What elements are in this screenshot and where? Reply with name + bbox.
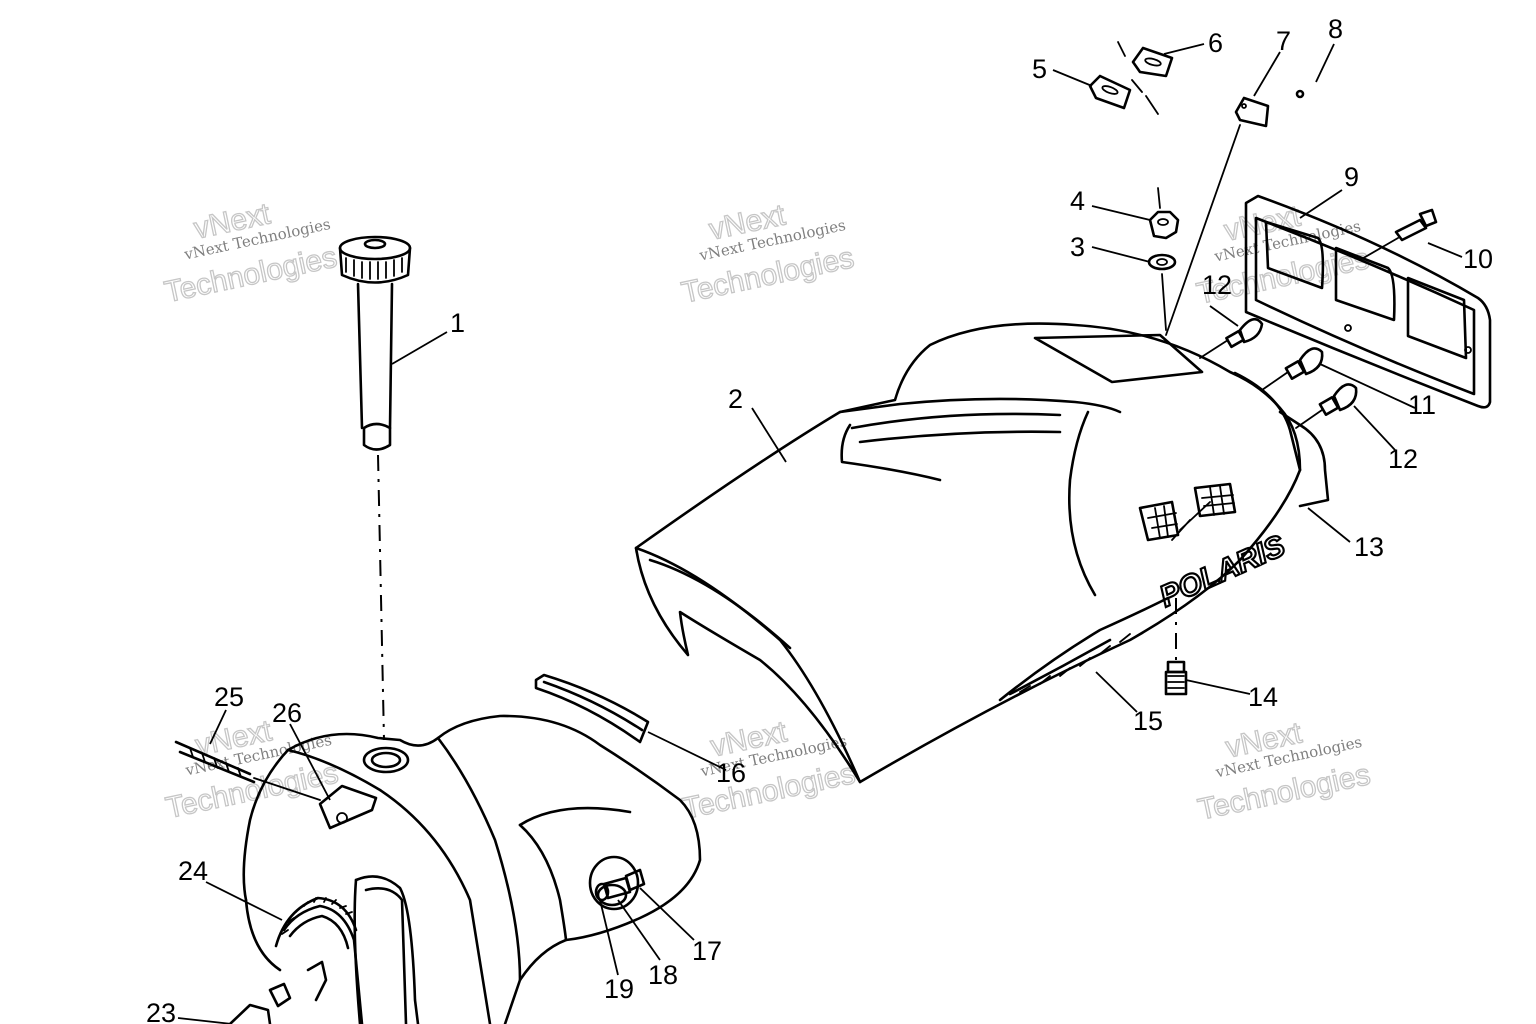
bracket-part-6 — [1117, 41, 1174, 115]
callout-18: 18 — [648, 960, 678, 990]
callout-10: 10 — [1463, 244, 1493, 274]
callout-15: 15 — [1133, 706, 1163, 736]
polaris-flag-decal: POLARIS — [1138, 482, 1291, 615]
watermark-bottom-left: vNext vNext Technologies Technologies — [162, 714, 341, 826]
callout-26: 26 — [272, 698, 302, 728]
bolt-part-14 — [1164, 598, 1188, 696]
plate-part-7 — [1165, 96, 1270, 336]
bulb-part-12-bottom — [1295, 383, 1358, 429]
callout-2: 2 — [728, 384, 743, 414]
seat-part-2 — [634, 322, 1330, 784]
callout-7: 7 — [1276, 26, 1291, 56]
bracket-part-5 — [1088, 74, 1132, 110]
screw-part-8 — [1295, 89, 1305, 99]
callout-24: 24 — [178, 856, 208, 886]
callout-23: 23 — [146, 998, 176, 1024]
nut-part-4 — [1148, 187, 1180, 331]
fuel-tank — [242, 714, 702, 1024]
petcock-part-23 — [228, 960, 328, 1024]
callout-17: 17 — [692, 936, 722, 966]
bulb-part-11 — [1261, 347, 1324, 391]
callout-11: 11 — [1408, 390, 1436, 420]
callout-25: 25 — [214, 682, 244, 712]
callout-5: 5 — [1032, 54, 1047, 84]
watermark-bottom-right: vNext vNext Technologies Technologies — [1194, 716, 1373, 828]
fuel-cap-neck-part-1 — [338, 235, 412, 741]
strap-part-24 — [274, 896, 358, 948]
callout-12-bottom: 12 — [1388, 444, 1418, 474]
fitting-part-19 — [594, 882, 610, 902]
watermark-top-center: vNext vNext Technologies Technologies — [678, 198, 857, 311]
watermark-top-left: vNext vNext Technologies Technologies — [161, 197, 340, 310]
taillight-frame-part-9 — [1244, 194, 1492, 409]
watermark-bottom-center: vNext vNext Technologies Technologies — [679, 715, 858, 827]
callout-12-top: 12 — [1202, 270, 1232, 300]
trim-strip-part-16 — [534, 673, 650, 744]
callout-labels: 1 2 3 4 5 6 7 8 9 10 11 12 12 13 14 15 1… — [146, 14, 1493, 1024]
screw-part-10 — [1359, 208, 1438, 261]
callout-14: 14 — [1248, 682, 1278, 712]
callout-9: 9 — [1344, 162, 1359, 192]
callout-3: 3 — [1070, 232, 1085, 262]
washer-part-3 — [1147, 253, 1177, 271]
callout-13: 13 — [1354, 532, 1384, 562]
leader-lines — [177, 43, 1463, 1024]
bulb-part-12-top — [1199, 317, 1264, 359]
seat-base-part-15 — [998, 596, 1170, 702]
callout-1: 1 — [450, 308, 465, 338]
callout-19: 19 — [604, 974, 634, 1004]
callout-6: 6 — [1208, 28, 1223, 58]
vent-hose-part-25 — [174, 740, 321, 801]
callout-4: 4 — [1070, 186, 1085, 216]
callout-16: 16 — [716, 758, 746, 788]
callout-8: 8 — [1328, 14, 1343, 44]
